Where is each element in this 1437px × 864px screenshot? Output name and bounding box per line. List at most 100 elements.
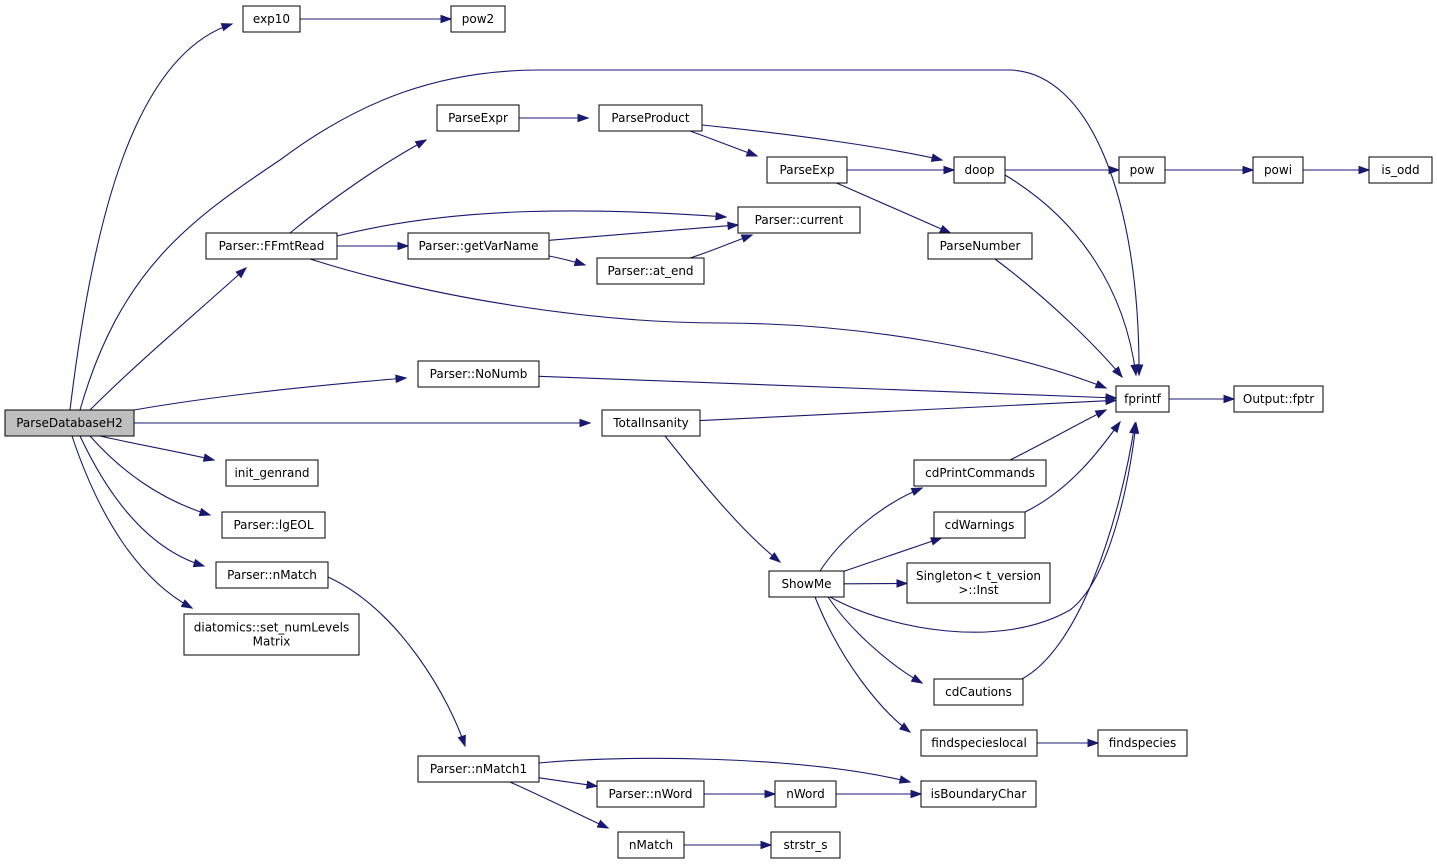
edge-parser-nmatch1-to-nmatch-line xyxy=(509,781,609,829)
node-parser-nonumb[interactable]: Parser::NoNumb xyxy=(417,360,540,388)
node-label: Parser::current xyxy=(755,213,844,227)
node-parser-nword[interactable]: Parser::nWord xyxy=(596,780,705,808)
node-parser-nmatch1[interactable]: Parser::nMatch1 xyxy=(417,755,540,783)
node-init-genrand[interactable]: init_genrand xyxy=(225,459,319,487)
node-parsenumber[interactable]: ParseNumber xyxy=(927,232,1033,260)
edge-parsedatabaseh2-to-parser-ffmtread-arrowhead xyxy=(235,267,248,279)
node-parser-nmatch[interactable]: Parser::nMatch xyxy=(215,561,329,589)
node-label: is_odd xyxy=(1381,163,1419,177)
node-powi[interactable]: powi xyxy=(1252,156,1304,184)
edge-parser-nmatch1-to-nmatch-arrowhead xyxy=(596,819,610,829)
node-box xyxy=(596,257,705,285)
node-label: init_genrand xyxy=(234,466,309,480)
edge-parser-ffmtread-to-fprintf-line xyxy=(309,258,1107,389)
edge-fprintf-to-output-fptr xyxy=(1169,394,1236,404)
node-strstr-s[interactable]: strstr_s xyxy=(770,831,841,859)
edge-parsedatabaseh2-to-init-genrand-line xyxy=(99,435,215,461)
node-parseexpr[interactable]: ParseExpr xyxy=(436,104,520,132)
node-showme[interactable]: ShowMe xyxy=(768,570,845,598)
edge-doop-to-fprintf-line xyxy=(1004,174,1137,376)
edge-parseexp-to-doop xyxy=(847,165,956,175)
node-exp10[interactable]: exp10 xyxy=(242,5,301,33)
node-pow[interactable]: pow xyxy=(1118,156,1166,184)
edge-totalinsanity-to-showme-arrowhead xyxy=(769,552,782,563)
edge-parseproduct-to-parseexp xyxy=(689,130,759,157)
edge-doop-to-fprintf-arrowhead xyxy=(1130,364,1139,377)
edge-totalinsanity-to-showme xyxy=(664,435,782,563)
edge-parsedatabaseh2-to-parser-ffmtread xyxy=(89,267,248,411)
node-label: ParseProduct xyxy=(611,111,689,125)
edge-parsedatabaseh2-to-parser-lgeol-line xyxy=(89,435,211,516)
edge-parsedatabaseh2-to-parser-nonumb xyxy=(133,374,408,411)
edge-parser-ffmtread-to-parser-getvarname-arrowhead xyxy=(397,241,410,251)
node-box xyxy=(1115,385,1170,413)
node-output-fptr[interactable]: Output::fptr xyxy=(1233,385,1324,413)
edge-layer xyxy=(69,14,1371,850)
edge-parseexp-to-parsenumber-arrowhead xyxy=(939,224,952,234)
node-label: Parser::getVarName xyxy=(418,239,538,253)
edge-parsedatabaseh2-to-parser-lgeol-arrowhead xyxy=(198,507,212,517)
edge-parser-nmatch1-to-nmatch xyxy=(509,781,610,829)
node-label: Parser::nMatch1 xyxy=(430,762,527,776)
edge-parser-at-end-to-parser-current-arrowhead xyxy=(740,234,754,243)
node-parsedatabaseh2[interactable]: ParseDatabaseH2 xyxy=(4,409,135,437)
node-parseexp[interactable]: ParseExp xyxy=(766,156,848,184)
node-singleton-inst[interactable]: Singleton< t_version>::Inst xyxy=(906,562,1051,604)
node-cdcautions[interactable]: cdCautions xyxy=(933,678,1024,706)
edge-parser-ffmtread-to-parseexpr xyxy=(289,139,428,234)
node-fprintf[interactable]: fprintf xyxy=(1115,385,1170,413)
node-cdprintcommands[interactable]: cdPrintCommands xyxy=(913,459,1047,487)
edge-cdwarnings-to-fprintf xyxy=(1024,420,1121,513)
node-box xyxy=(205,232,338,260)
node-cdwarnings[interactable]: cdWarnings xyxy=(933,511,1026,539)
node-nword[interactable]: nWord xyxy=(774,780,837,808)
edge-parser-nword-to-nword-arrowhead xyxy=(764,789,777,799)
node-pow2[interactable]: pow2 xyxy=(450,5,506,33)
node-isboundarychar[interactable]: isBoundaryChar xyxy=(920,780,1037,808)
node-nmatch[interactable]: nMatch xyxy=(617,831,685,859)
node-parser-at-end[interactable]: Parser::at_end xyxy=(596,257,705,285)
node-totalinsanity[interactable]: TotalInsanity xyxy=(601,409,701,437)
edge-parsedatabaseh2-to-fprintf-line xyxy=(79,69,1140,411)
edge-doop-to-fprintf xyxy=(1004,174,1139,377)
node-box xyxy=(1252,156,1304,184)
edge-parser-ffmtread-to-parseexpr-arrowhead xyxy=(414,139,428,149)
node-parser-current[interactable]: Parser::current xyxy=(737,206,861,234)
node-findspecies[interactable]: findspecies xyxy=(1097,729,1188,757)
edge-doop-to-pow-arrowhead xyxy=(1108,165,1121,175)
edge-parsedatabaseh2-to-parser-nmatch xyxy=(79,435,206,568)
edge-parseexp-to-parsenumber-line xyxy=(836,182,951,234)
edge-showme-to-cdwarnings-line xyxy=(843,537,942,572)
edge-parsenumber-to-fprintf xyxy=(994,258,1123,379)
edge-totalinsanity-to-showme-line xyxy=(664,435,781,563)
node-parser-getvarname[interactable]: Parser::getVarName xyxy=(407,232,550,260)
node-label: cdCautions xyxy=(945,685,1012,699)
edge-parsedatabaseh2-to-parser-nonumb-arrowhead xyxy=(395,374,408,384)
edge-parser-ffmtread-to-parser-current xyxy=(336,210,728,237)
node-parser-ffmtread[interactable]: Parser::FFmtRead xyxy=(205,232,338,260)
edge-cdcautions-to-fprintf-arrowhead xyxy=(1129,421,1138,435)
node-is-odd[interactable]: is_odd xyxy=(1368,156,1433,184)
node-box xyxy=(215,561,329,589)
node-label: >::Inst xyxy=(958,583,999,597)
node-box xyxy=(774,780,837,808)
edge-parsenumber-to-fprintf-line xyxy=(994,258,1123,378)
edge-parsedatabaseh2-to-exp10-line xyxy=(69,23,233,411)
edge-parser-ffmtread-to-fprintf-arrowhead xyxy=(1094,380,1108,389)
edge-showme-to-cdcautions xyxy=(827,596,924,684)
node-doop[interactable]: doop xyxy=(953,156,1006,184)
node-parseproduct[interactable]: ParseProduct xyxy=(598,104,703,132)
edge-doop-to-pow xyxy=(1005,165,1121,175)
node-findspecieslocal[interactable]: findspecieslocal xyxy=(920,729,1038,757)
node-parser-lgeol[interactable]: Parser::lgEOL xyxy=(221,511,326,539)
node-label: ParseNumber xyxy=(940,239,1021,253)
node-label: ParseDatabaseH2 xyxy=(16,416,123,430)
node-label: diatomics::set_numLevels xyxy=(194,621,349,635)
edge-parser-nmatch-to-parser-nmatch1 xyxy=(327,576,466,748)
edge-parser-at-end-to-parser-current xyxy=(689,234,754,259)
node-label: Parser::nMatch xyxy=(227,568,317,582)
edge-cdcautions-to-fprintf-line xyxy=(1019,422,1136,681)
